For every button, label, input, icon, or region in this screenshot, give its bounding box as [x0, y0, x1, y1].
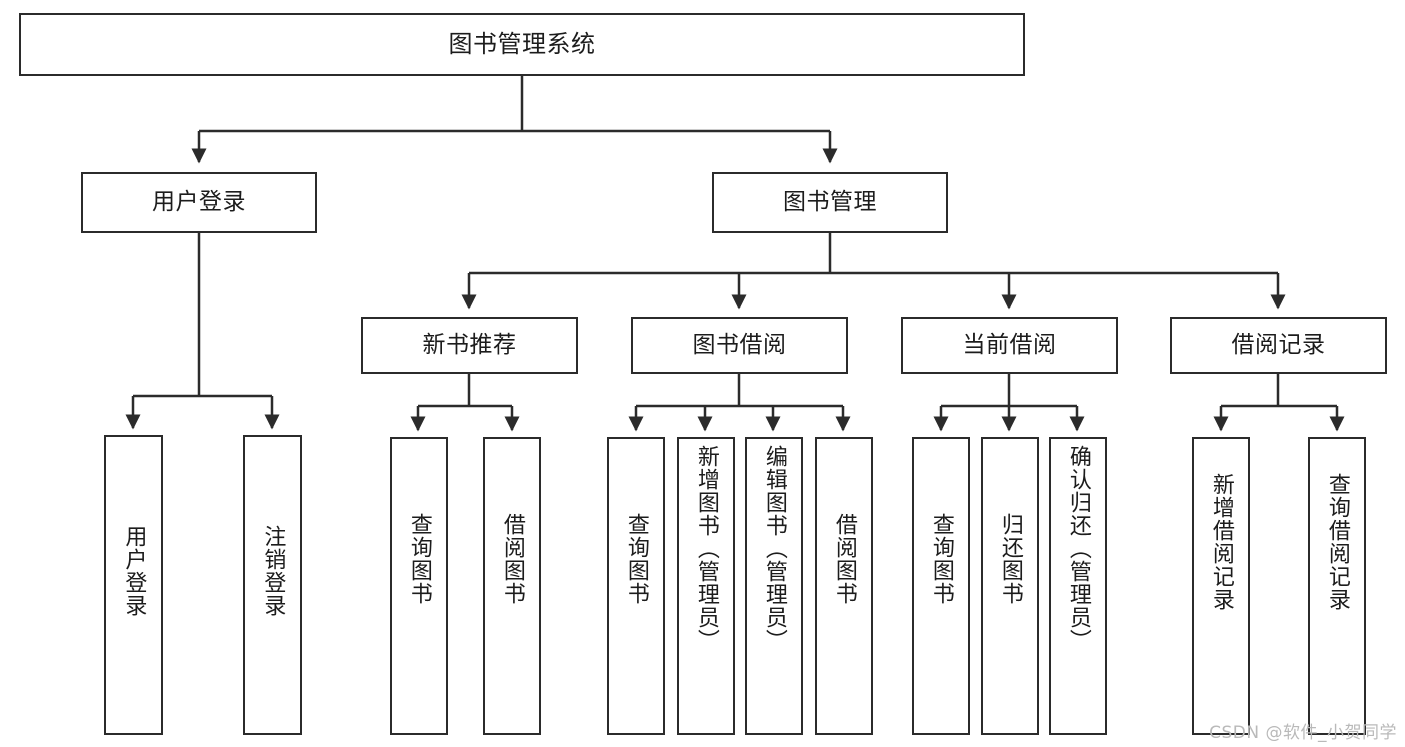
leaf-confirm-return-admin[interactable]: 确认归还（管理员） [1049, 437, 1107, 735]
leaf-user-login[interactable]: 用户登录 [104, 435, 163, 735]
leaf-borrow-book-recommend[interactable]: 借阅图书 [483, 437, 541, 735]
leaf-query-book-borrow-label: 查询图书 [623, 513, 649, 605]
leaf-query-book-current-label: 查询图书 [928, 513, 954, 605]
node-current-borrow-label: 当前借阅 [962, 332, 1057, 359]
leaf-return-book[interactable]: 归还图书 [981, 437, 1039, 735]
node-user-login-label: 用户登录 [152, 189, 246, 216]
leaf-add-book-admin-label: 新增图书（管理员） [693, 445, 719, 652]
node-new-book-recommend[interactable]: 新书推荐 [361, 317, 578, 374]
leaf-edit-book-admin[interactable]: 编辑图书（管理员） [745, 437, 803, 735]
node-book-borrow-label: 图书借阅 [692, 332, 787, 359]
leaf-return-book-label: 归还图书 [997, 513, 1023, 605]
leaf-confirm-return-admin-label: 确认归还（管理员） [1065, 445, 1091, 652]
node-root[interactable]: 图书管理系统 [19, 13, 1025, 76]
leaf-borrow-book-recommend-label: 借阅图书 [499, 513, 525, 605]
node-current-borrow[interactable]: 当前借阅 [901, 317, 1118, 374]
leaf-add-borrow-record[interactable]: 新增借阅记录 [1192, 437, 1250, 735]
node-book-borrow[interactable]: 图书借阅 [631, 317, 848, 374]
leaf-query-book-recommend-label: 查询图书 [406, 513, 432, 605]
leaf-add-book-admin[interactable]: 新增图书（管理员） [677, 437, 735, 735]
leaf-user-logout-label: 注销登录 [260, 525, 286, 617]
leaf-query-borrow-record-label: 查询借阅记录 [1324, 473, 1350, 611]
leaf-edit-book-admin-label: 编辑图书（管理员） [761, 445, 787, 652]
node-book-management[interactable]: 图书管理 [712, 172, 948, 233]
node-root-label: 图书管理系统 [448, 29, 596, 58]
leaf-borrow-book[interactable]: 借阅图书 [815, 437, 873, 735]
leaf-query-book-borrow[interactable]: 查询图书 [607, 437, 665, 735]
csdn-watermark: CSDN @软件_小贺同学 [1209, 723, 1397, 743]
leaf-add-borrow-record-label: 新增借阅记录 [1208, 473, 1234, 611]
leaf-user-login-label: 用户登录 [121, 525, 147, 617]
node-borrow-records[interactable]: 借阅记录 [1170, 317, 1387, 374]
node-user-login[interactable]: 用户登录 [81, 172, 317, 233]
leaf-query-book-current[interactable]: 查询图书 [912, 437, 970, 735]
node-borrow-records-label: 借阅记录 [1231, 332, 1326, 359]
node-book-management-label: 图书管理 [783, 189, 877, 216]
leaf-user-logout[interactable]: 注销登录 [243, 435, 302, 735]
leaf-borrow-book-label: 借阅图书 [831, 513, 857, 605]
node-new-book-recommend-label: 新书推荐 [422, 332, 517, 359]
leaf-query-book-recommend[interactable]: 查询图书 [390, 437, 448, 735]
leaf-query-borrow-record[interactable]: 查询借阅记录 [1308, 437, 1366, 735]
